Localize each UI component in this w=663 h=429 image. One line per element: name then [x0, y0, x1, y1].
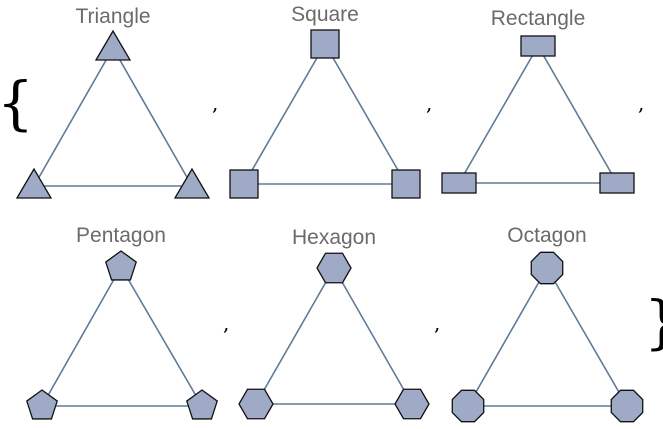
graph-panel-hexagon: Hexagon	[238, 226, 430, 420]
graph-edge	[112, 47, 193, 187]
triangle-vertex	[173, 167, 211, 199]
graph-edge	[537, 45, 618, 184]
rectangle-vertex	[599, 172, 635, 194]
graph-panel-pentagon: Pentagon	[26, 224, 218, 420]
graph-title-square: Square	[291, 3, 359, 26]
separator-comma-2: ,	[426, 91, 432, 115]
graph-title-octagon: Octagon	[507, 224, 586, 247]
triangle-vertex	[94, 29, 132, 61]
separator-comma-3: ,	[638, 91, 644, 115]
hexagon-vertex	[394, 388, 430, 420]
rectangle-vertex	[441, 172, 477, 194]
graph-title-rectangle: Rectangle	[491, 7, 586, 30]
octagon-vertex	[610, 389, 644, 423]
graph-title-triangle: Triangle	[75, 5, 150, 28]
pentagon-vertex	[26, 389, 58, 420]
octagon-vertex	[451, 389, 485, 423]
separator-comma-5: ,	[434, 311, 440, 335]
graph-edge	[120, 266, 203, 407]
graph-panel-square: Square	[229, 3, 421, 199]
pentagon-vertex	[186, 389, 218, 420]
square-vertex	[229, 169, 259, 199]
graph-panel-rectangle: Rectangle	[441, 7, 635, 194]
open-brace: {	[0, 69, 34, 137]
graph-edge	[324, 43, 407, 185]
graph-panel-octagon: Octagon	[451, 224, 644, 423]
hexagon-vertex	[316, 252, 352, 284]
graph-title-pentagon: Pentagon	[76, 224, 166, 247]
graph-edge	[243, 43, 326, 185]
square-vertex	[391, 169, 421, 199]
graph-edge	[467, 267, 548, 407]
graph-panel-triangle: Triangle	[15, 5, 211, 199]
octagon-vertex	[530, 251, 564, 285]
graph-edge	[33, 47, 114, 187]
close-brace: }	[644, 288, 663, 356]
graph-edge	[41, 266, 122, 407]
separator-comma-1: ,	[212, 91, 218, 115]
separator-comma-4: ,	[223, 311, 229, 335]
graph-edge	[458, 45, 539, 184]
graph-title-hexagon: Hexagon	[292, 226, 376, 249]
hexagon-vertex	[238, 388, 274, 420]
rectangle-vertex	[520, 35, 556, 57]
triangle-vertex	[15, 167, 53, 199]
graph-edge	[333, 267, 413, 405]
graph-edge	[546, 267, 628, 407]
graph-edge	[255, 267, 335, 405]
pentagon-vertex	[105, 250, 137, 281]
square-vertex	[310, 29, 340, 59]
